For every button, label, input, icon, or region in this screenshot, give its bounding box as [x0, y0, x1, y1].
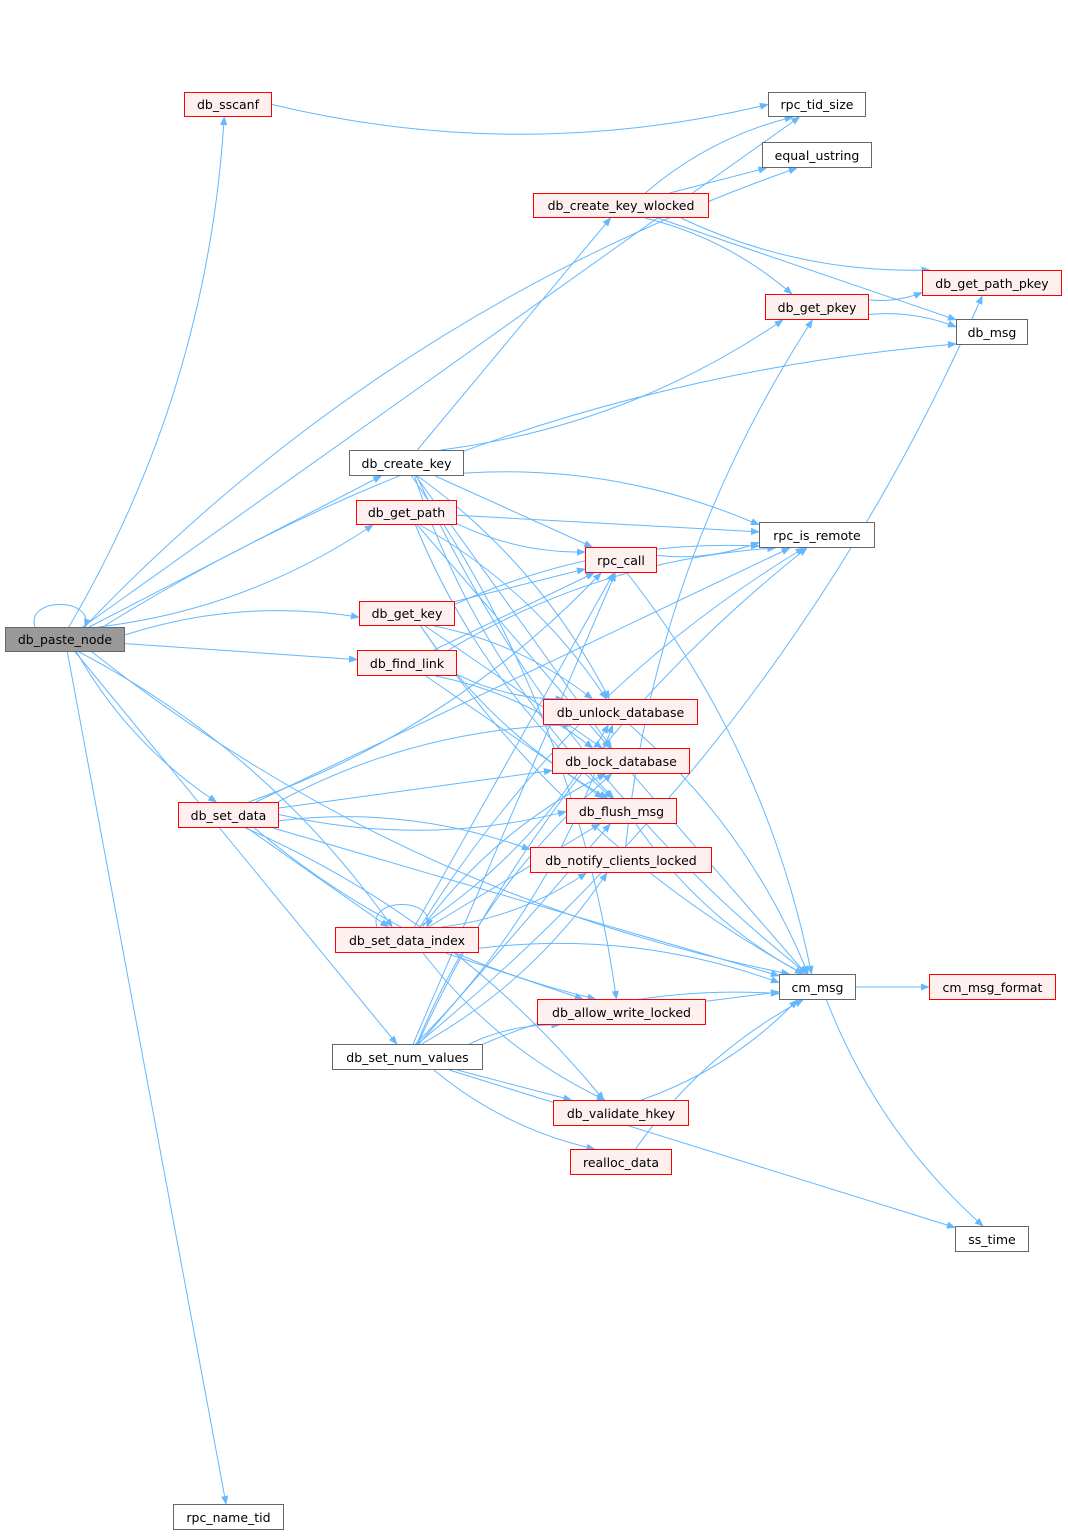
edge-db-allow-write-locked-to-cm-msg: [705, 989, 780, 1002]
node-db-notify-clients-locked[interactable]: db_notify_clients_locked: [530, 847, 712, 873]
edge-db-find-link-to-db-lock-database: [435, 675, 594, 749]
node-db-set-data[interactable]: db_set_data: [178, 802, 279, 828]
edge-rpc-call-to-cm-msg: [626, 572, 814, 975]
node-db-sscanf[interactable]: db_sscanf: [184, 92, 272, 117]
edge-db-create-key-to-db-unlock-database: [417, 475, 610, 700]
node-cm-msg[interactable]: cm_msg: [779, 974, 856, 1000]
node-db-get-path-pkey[interactable]: db_get_path_pkey: [922, 270, 1062, 296]
edge-db-get-key-to-db-lock-database: [424, 625, 603, 749]
edge-db-set-num-values-to-ss-time: [449, 1069, 956, 1229]
node-db-create-key-wlocked[interactable]: db_create_key_wlocked: [533, 193, 709, 218]
node-ss-time[interactable]: ss_time: [955, 1226, 1029, 1252]
edge-db-set-data-index-to-db-allow-write-locked: [445, 952, 584, 1000]
edge-db-create-key-to-db-create-key-wlocked: [416, 217, 612, 451]
node-equal-ustring[interactable]: equal_ustring: [762, 142, 872, 168]
edge-db-sscanf-to-rpc-tid-size: [271, 102, 769, 135]
edge-db-paste-node-to-db-get-path: [98, 524, 374, 628]
edge-db-set-data-to-db-lock-database: [278, 768, 553, 809]
node-db-paste-node[interactable]: db_paste_node: [5, 627, 125, 652]
edge-db-paste-node-to-rpc-name-tid: [66, 651, 229, 1505]
edge-db-set-data-to-cm-msg: [272, 827, 780, 977]
edge-db-set-num-values-to-realloc-data: [433, 1069, 596, 1151]
node-db-get-pkey[interactable]: db_get_pkey: [765, 294, 869, 320]
edge-db-paste-node-to-db-set-data-index: [78, 651, 393, 928]
edge-db-paste-node-to-db-get-key: [124, 610, 360, 636]
node-cm-msg-format[interactable]: cm_msg_format: [929, 974, 1056, 1000]
edge-db-set-data-index-to-db-set-data-index: [375, 904, 433, 928]
node-db-unlock-database[interactable]: db_unlock_database: [543, 699, 698, 725]
node-db-allow-write-locked[interactable]: db_allow_write_locked: [537, 999, 706, 1025]
edge-db-get-path-to-rpc-is-remote: [456, 514, 760, 535]
edge-db-find-link-to-db-unlock-database: [456, 674, 565, 703]
edge-db-set-data-index-to-db-notify-clients-locked: [441, 872, 587, 928]
edge-db-set-num-values-to-db-validate-hkey: [456, 1069, 573, 1102]
node-db-lock-database[interactable]: db_lock_database: [552, 748, 690, 774]
edge-db-set-num-values-to-db-get-path-pkey: [416, 295, 983, 1045]
edge-db-create-key-to-rpc-is-remote: [463, 471, 760, 526]
node-rpc-name-tid[interactable]: rpc_name_tid: [173, 1504, 284, 1530]
edge-db-create-key-wlocked-to-equal-ustring: [669, 166, 768, 194]
node-db-create-key[interactable]: db_create_key: [349, 450, 464, 476]
node-db-set-data-index[interactable]: db_set_data_index: [335, 927, 479, 953]
edge-db-get-key-to-db-unlock-database: [433, 625, 594, 700]
edge-db-set-num-values-to-db-allow-write-locked: [469, 1021, 561, 1045]
edge-db-find-link-to-rpc-call: [433, 572, 595, 651]
edge-db-paste-node-to-db-set-num-values: [74, 651, 398, 1045]
node-db-set-num-values[interactable]: db_set_num_values: [332, 1044, 483, 1070]
edge-db-get-pkey-to-db-get-path-pkey: [868, 292, 923, 301]
edge-db-set-data-to-db-set-data-index: [246, 827, 390, 928]
edge-db-get-path-to-rpc-call: [456, 523, 586, 556]
edge-db-paste-node-to-cm-msg: [91, 651, 791, 976]
edge-db-find-link-to-db-flush-msg: [425, 675, 604, 799]
node-db-validate-hkey[interactable]: db_validate_hkey: [553, 1100, 689, 1126]
edge-db-set-data-to-db-flush-msg: [278, 810, 567, 831]
edge-db-create-key-wlocked-to-db-get-pkey: [645, 217, 793, 295]
node-rpc-is-remote[interactable]: rpc_is_remote: [759, 522, 875, 548]
edge-db-get-pkey-to-db-msg: [868, 313, 957, 328]
node-db-find-link[interactable]: db_find_link: [357, 650, 457, 676]
edge-db-set-data-to-rpc-call: [248, 572, 602, 803]
node-rpc-call[interactable]: rpc_call: [585, 547, 657, 573]
edge-db-create-key-wlocked-to-db-get-path-pkey: [680, 217, 931, 274]
edge-db-paste-node-to-db-find-link: [124, 643, 358, 663]
edge-db-paste-node-to-db-set-data: [76, 651, 218, 803]
edge-db-set-data-index-to-rpc-call: [413, 572, 615, 928]
edge-db-paste-node-to-db-msg: [102, 341, 957, 628]
edge-db-create-key-to-db-allow-write-locked: [411, 475, 619, 1000]
edge-db-set-data-to-db-notify-clients-locked: [278, 816, 531, 851]
edge-db-set-num-values-to-rpc-call: [412, 572, 616, 1045]
edge-db-create-key-wlocked-to-rpc-tid-size: [644, 115, 794, 194]
node-db-msg[interactable]: db_msg: [956, 319, 1028, 345]
edge-db-set-data-to-rpc-is-remote: [255, 547, 791, 803]
edge-db-get-key-to-rpc-call: [454, 567, 586, 602]
edge-db-validate-hkey-to-cm-msg: [641, 999, 798, 1101]
node-realloc-data[interactable]: realloc_data: [570, 1149, 672, 1175]
node-db-get-key[interactable]: db_get_key: [359, 601, 455, 626]
edge-db-set-data-to-db-unlock-database: [277, 721, 572, 803]
edge-db-paste-node-to-db-paste-node: [33, 604, 91, 628]
edge-db-paste-node-to-db-sscanf: [68, 116, 228, 628]
node-db-flush-msg[interactable]: db_flush_msg: [566, 798, 677, 824]
edge-rpc-call-to-rpc-is-remote: [656, 541, 760, 558]
edge-db-find-link-to-rpc-is-remote: [448, 544, 777, 651]
node-db-get-path[interactable]: db_get_path: [356, 500, 457, 525]
edge-db-create-key-wlocked-to-db-msg: [657, 217, 957, 321]
edge-db-get-path-to-db-unlock-database: [419, 524, 608, 700]
edge-cm-msg-to-ss-time: [826, 999, 984, 1227]
edge-db-set-data-index-to-cm-msg: [478, 942, 780, 984]
edge-db-create-key-to-db-get-pkey: [440, 319, 784, 451]
edge-db-set-data-index-to-db-lock-database: [422, 773, 607, 928]
edge-db-paste-node-to-rpc-tid-size: [82, 116, 801, 628]
edge-db-set-num-values-to-db-notify-clients-locked: [421, 872, 608, 1045]
node-rpc-tid-size[interactable]: rpc_tid_size: [768, 92, 866, 117]
edge-db-create-key-to-rpc-call: [435, 475, 594, 548]
